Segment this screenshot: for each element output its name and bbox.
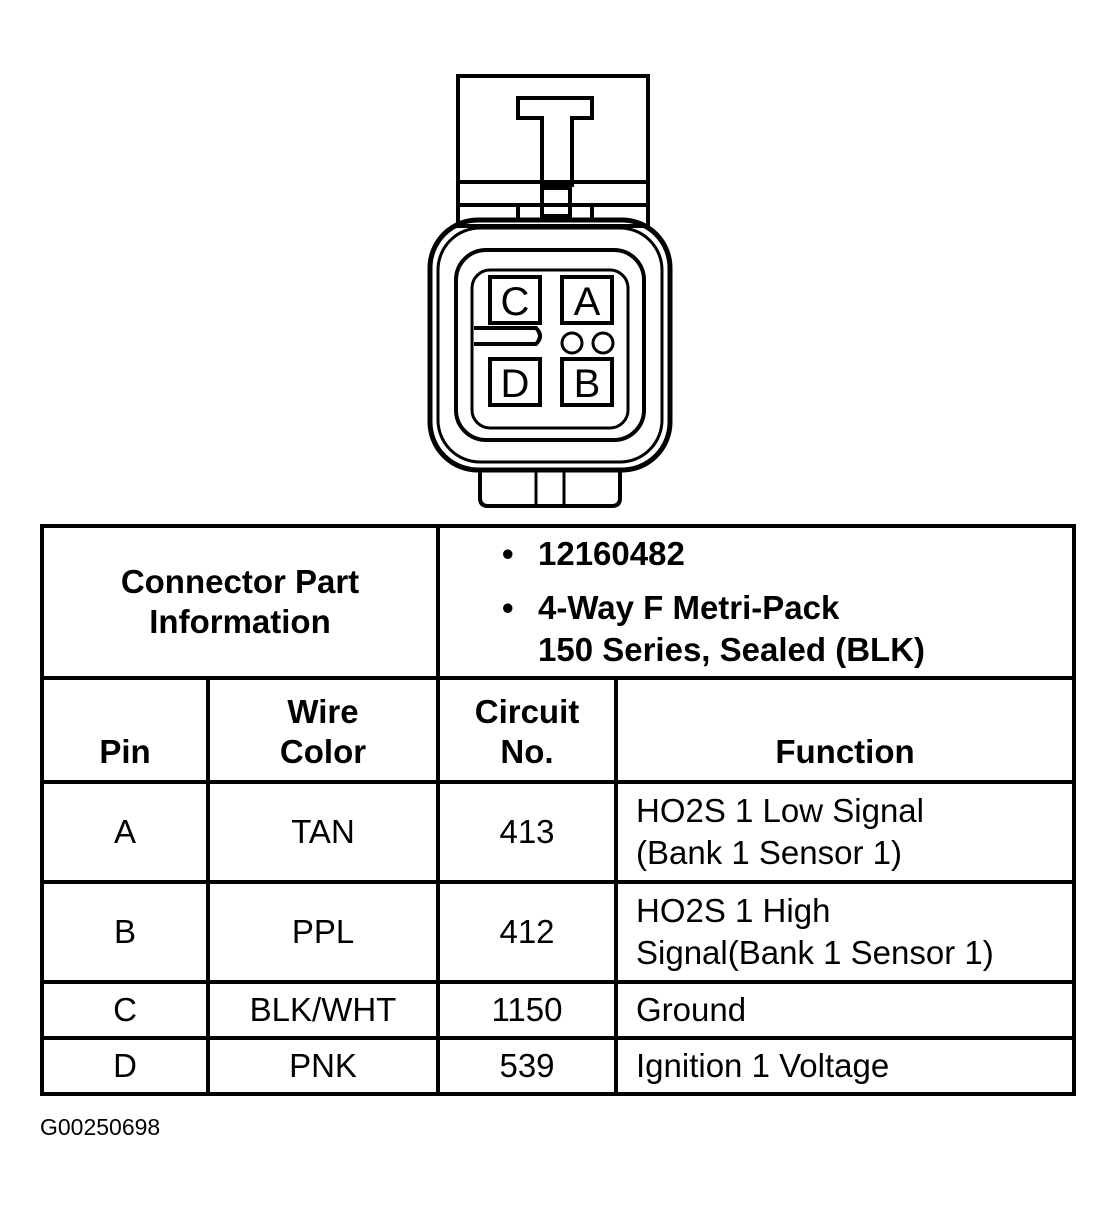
cell-pin: B: [40, 880, 210, 984]
connector-type-line1: 4-Way F Metri-Pack: [538, 589, 840, 626]
pin-label-b: B: [574, 362, 601, 406]
cell-wire-color: TAN: [206, 780, 440, 884]
part-info-row: Connector Part Information • 12160482 • …: [40, 524, 1077, 680]
pin-label-d: D: [501, 362, 530, 406]
column-header-row: Pin Wire Color Circuit No. Function: [40, 676, 1077, 784]
part-info-label: Connector Part Information: [40, 524, 440, 680]
cell-circuit: 1150: [436, 980, 618, 1040]
part-number-item: • 12160482: [502, 533, 1072, 575]
pin-label-c: C: [501, 280, 530, 324]
cell-pin: D: [40, 1036, 210, 1096]
bullet-icon: •: [502, 589, 514, 626]
table-row: A TAN 413 HO2S 1 Low Signal (Bank 1 Sens…: [40, 780, 1077, 884]
header-circuit-no: Circuit No.: [436, 676, 618, 784]
cell-function: HO2S 1 High Signal(Bank 1 Sensor 1): [613, 880, 1077, 984]
pin-label-a: A: [574, 280, 601, 324]
header-wire-color: Wire Color: [206, 676, 440, 784]
connector-type-item: • 4-Way F Metri-Pack 150 Series, Sealed …: [502, 587, 1072, 671]
bullet-icon: •: [502, 535, 514, 572]
cell-wire-color: PNK: [206, 1036, 440, 1096]
table-row: C BLK/WHT 1150 Ground: [40, 980, 1077, 1040]
latch-housing: [456, 74, 650, 228]
cell-function: Ignition 1 Voltage: [613, 1036, 1077, 1096]
cell-circuit: 412: [436, 880, 618, 984]
cell-function: Ground: [613, 980, 1077, 1040]
cell-wire-color: BLK/WHT: [206, 980, 440, 1040]
cell-pin: A: [40, 780, 210, 884]
cell-circuit: 539: [436, 1036, 618, 1096]
part-number: 12160482: [538, 535, 685, 572]
cell-wire-color: PPL: [206, 880, 440, 984]
header-function: Function: [613, 676, 1077, 784]
cell-circuit: 413: [436, 780, 618, 884]
table-row: D PNK 539 Ignition 1 Voltage: [40, 1036, 1077, 1096]
connector-type-line2: 150 Series, Sealed (BLK): [538, 631, 926, 668]
table-row: B PPL 412 HO2S 1 High Signal(Bank 1 Sens…: [40, 880, 1077, 984]
connector-drawing: C A D B: [427, 74, 673, 508]
connector-pinout-table: Connector Part Information • 12160482 • …: [40, 524, 1077, 1096]
part-info-value: • 12160482 • 4-Way F Metri-Pack 150 Seri…: [435, 524, 1077, 680]
latch-t-tab: [516, 96, 594, 187]
header-pin: Pin: [40, 676, 210, 784]
cell-pin: C: [40, 980, 210, 1040]
connector-face: [454, 248, 646, 442]
figure-id: G00250698: [40, 1114, 161, 1140]
cell-function: HO2S 1 Low Signal (Bank 1 Sensor 1): [613, 780, 1077, 884]
